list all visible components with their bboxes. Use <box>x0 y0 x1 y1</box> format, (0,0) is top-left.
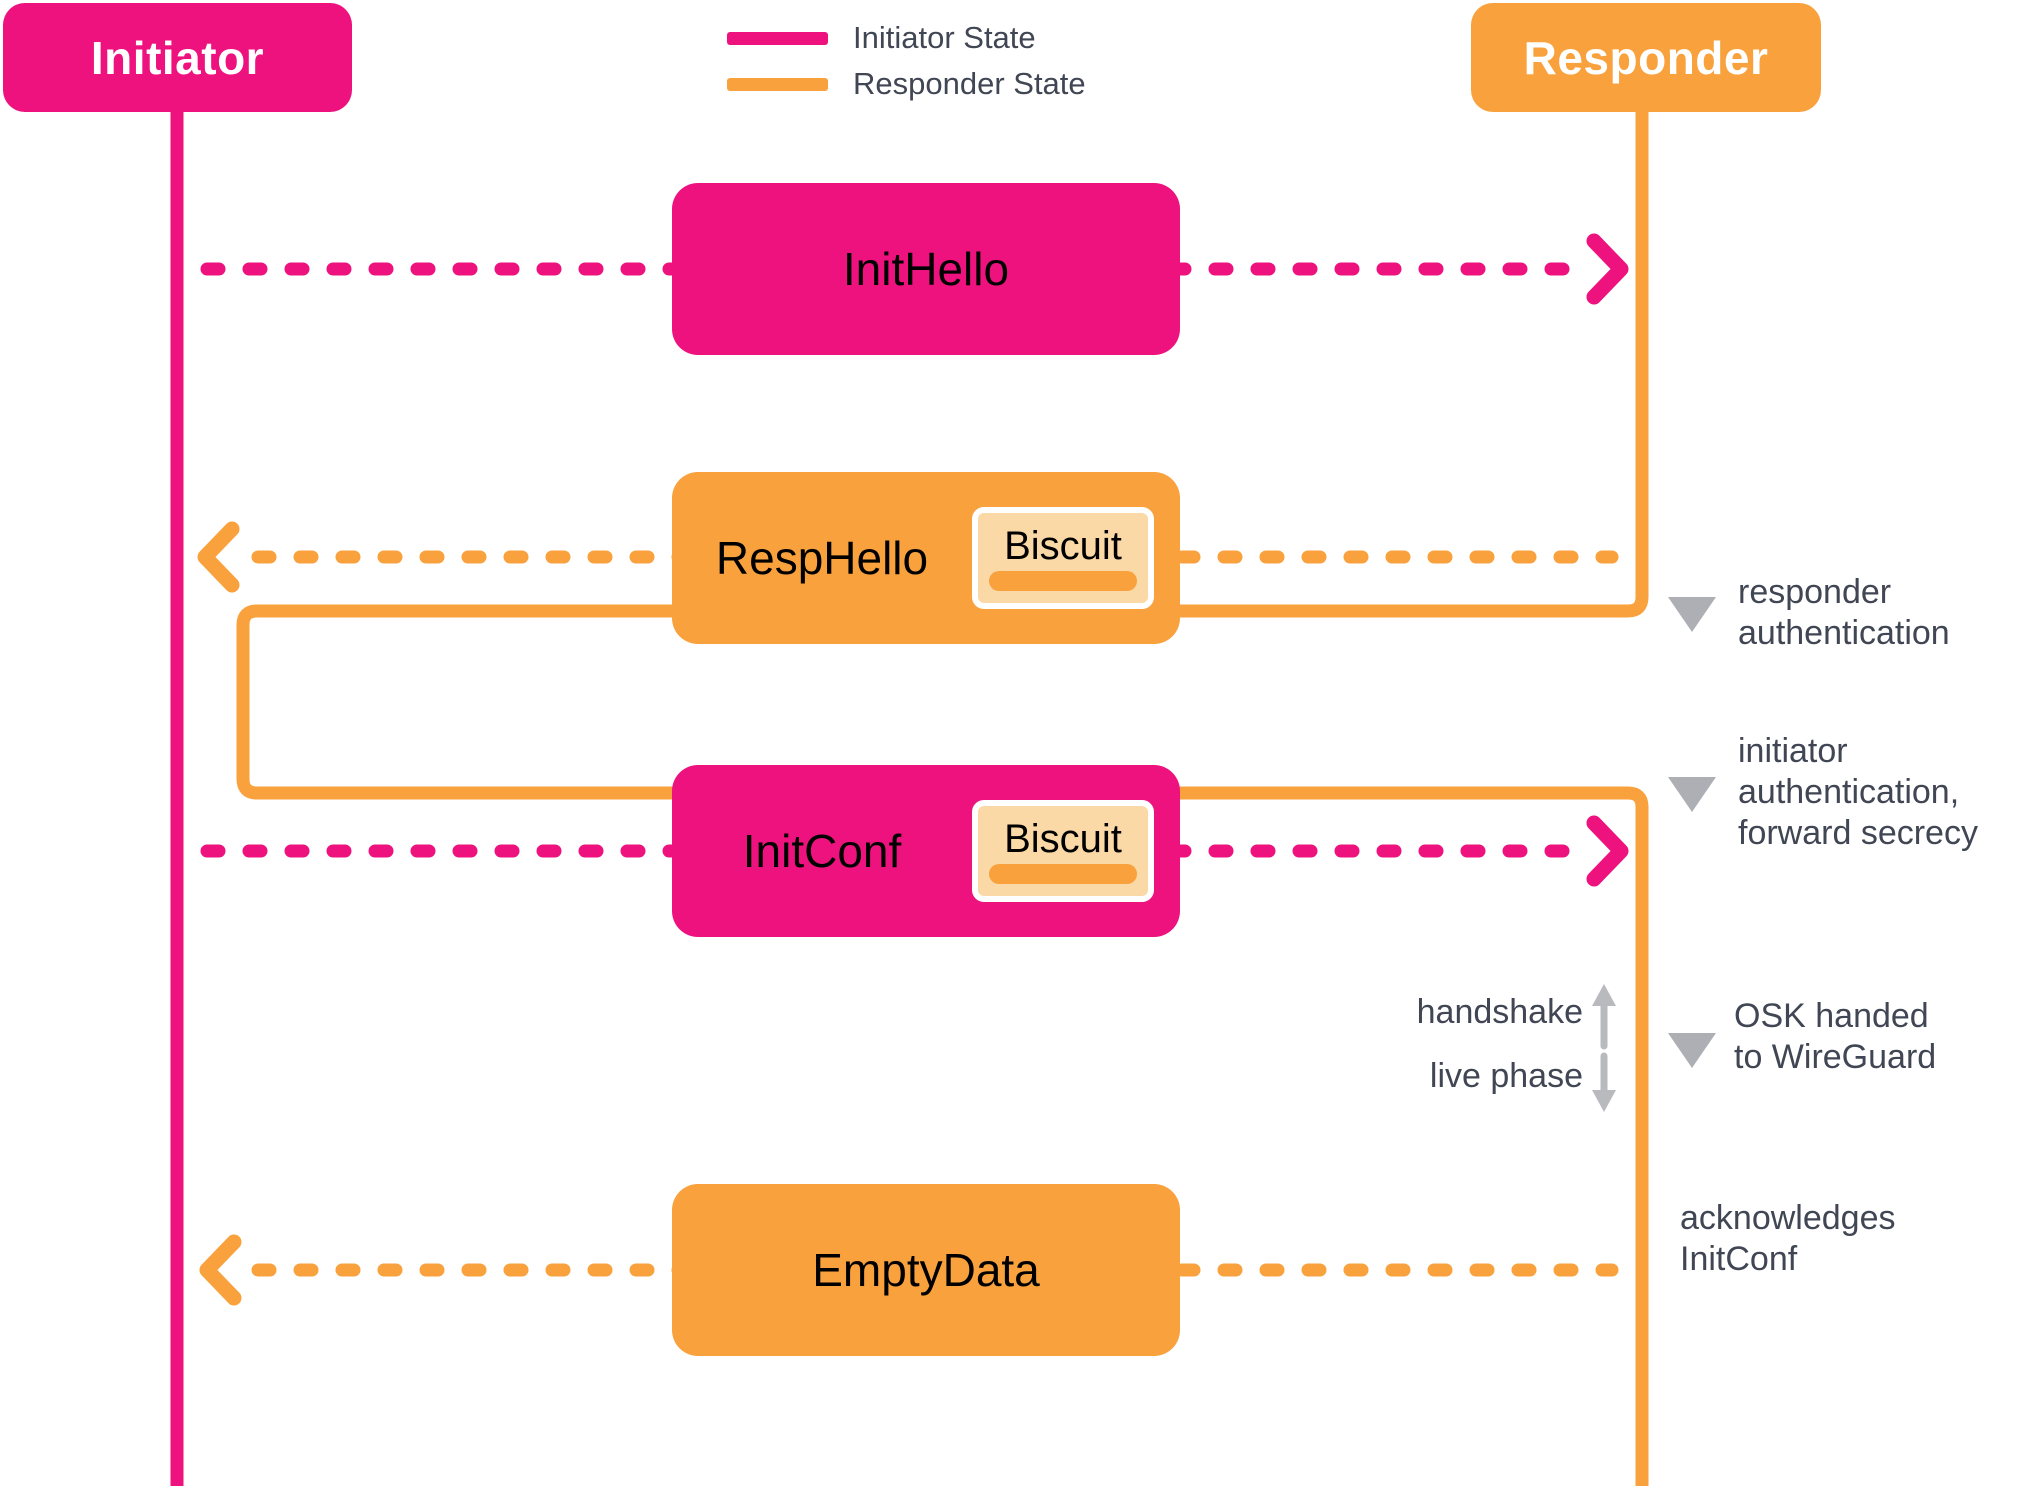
message-resphello: RespHello Biscuit <box>672 472 1180 644</box>
message-inithello: InitHello <box>672 183 1180 355</box>
message-initconf: InitConf Biscuit <box>672 765 1180 937</box>
initiator-actor-label: Initiator <box>90 31 265 84</box>
phase-label-live-phase: live phase <box>1429 1057 1583 1095</box>
message-label: InitHello <box>842 243 1010 295</box>
responder-auth-triangle-marker-icon <box>1668 597 1716 632</box>
biscuit-underline-bar <box>989 863 1137 884</box>
message-emptydata: EmptyData <box>672 1184 1180 1356</box>
message-label: RespHello <box>715 532 929 584</box>
message-label: EmptyData <box>812 1244 1040 1296</box>
responder-actor-label: Responder <box>1523 31 1769 84</box>
phase-label-handshake: handshake <box>1416 993 1583 1031</box>
responder-actor-box: Responder <box>1471 3 1821 112</box>
arrowhead-left-icon <box>197 521 240 593</box>
legend: Initiator State Responder State <box>727 15 1086 107</box>
arrow-up-icon <box>1592 984 1616 1050</box>
annotation-osk-handed-to-wireguard: OSK handed to WireGuard <box>1734 997 1937 1076</box>
initiator-actor-box: Initiator <box>3 3 352 112</box>
responder-state-path <box>236 110 1649 1486</box>
biscuit-label: Biscuit <box>1004 816 1122 861</box>
initiator-state-swatch-icon <box>727 31 828 45</box>
annotation-initiator-authentication: initiator authentication, forward secrec… <box>1738 732 1978 852</box>
initiator-auth-triangle-marker-icon <box>1668 777 1716 812</box>
message-label: InitConf <box>742 825 902 877</box>
annotation-acknowledges-initconf: acknowledges InitConf <box>1680 1199 1896 1278</box>
legend-label: Initiator State <box>853 20 1036 55</box>
arrow-down-icon <box>1592 1052 1616 1112</box>
biscuit-label: Biscuit <box>1004 523 1122 568</box>
biscuit-underline-bar <box>989 570 1137 591</box>
legend-label: Responder State <box>853 66 1086 101</box>
arrowhead-left-icon <box>199 1234 242 1306</box>
annotation-responder-authentication: responder authentication <box>1738 573 1950 652</box>
arrowhead-right-icon <box>1586 815 1629 887</box>
biscuit-box: Biscuit <box>972 507 1154 609</box>
legend-row-responder-state: Responder State <box>727 61 1086 107</box>
responder-state-swatch-icon <box>727 77 828 91</box>
legend-row-initiator-state: Initiator State <box>727 15 1086 61</box>
biscuit-box: Biscuit <box>972 800 1154 902</box>
arrowhead-right-icon <box>1586 233 1629 305</box>
osk-triangle-marker-icon <box>1668 1033 1716 1068</box>
